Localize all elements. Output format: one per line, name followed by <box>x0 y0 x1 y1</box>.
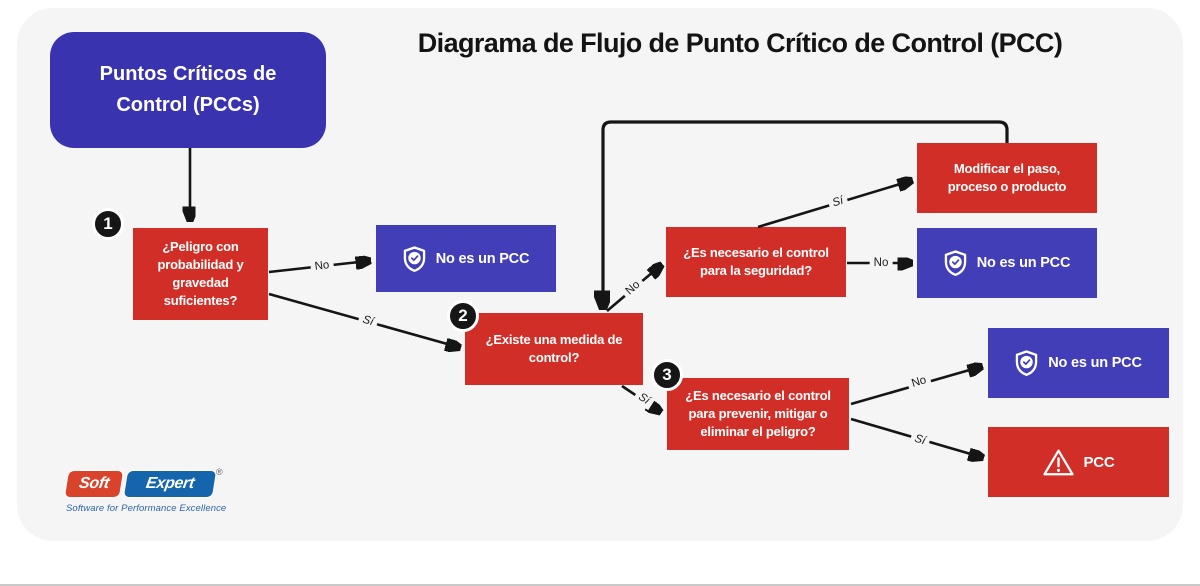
edge-label-no-3: No <box>869 256 893 270</box>
not-pcc-label-1: No es un PCC <box>435 250 530 267</box>
not-pcc-label-3: No es un PCC <box>1048 355 1142 371</box>
security-question-node: ¿Es necesario el control para la segurid… <box>666 227 846 297</box>
pcc-node: PCC <box>988 427 1169 497</box>
registered-mark: ® <box>216 467 223 477</box>
question-1-label: ¿Peligro con probabilidad y gravedad suf… <box>157 239 244 308</box>
logo-soft-badge: Soft <box>63 470 125 498</box>
security-question-label: ¿Es necesario el control para la segurid… <box>683 245 829 278</box>
logo-expert-badge: Expert <box>122 470 218 498</box>
modify-step-label: Modificar el paso, proceso o producto <box>947 161 1067 194</box>
warning-triangle-icon <box>1042 448 1075 477</box>
not-pcc-label-2: No es un PCC <box>976 255 1071 271</box>
question-2-label: ¿Existe una medida de control? <box>485 332 623 365</box>
not-pcc-node-3: No es un PCC <box>988 328 1169 398</box>
logo-tagline: Software for Performance Excellence <box>66 503 227 514</box>
step-badge-1: 1 <box>92 208 124 240</box>
edge-label-no-1: No <box>309 257 335 275</box>
shield-check-icon <box>1015 350 1038 376</box>
not-pcc-node-2: No es un PCC <box>917 228 1097 298</box>
step-badge-2: 2 <box>447 300 479 332</box>
question-3-node: ¿Es necesario el control para prevenir, … <box>667 378 849 450</box>
shield-check-icon <box>944 250 967 276</box>
bottom-divider <box>0 584 1200 586</box>
start-node-label: Puntos Críticos de Control (PCCs) <box>99 63 277 116</box>
question-3-label: ¿Es necesario el control para prevenir, … <box>685 388 831 439</box>
diagram-title: Diagrama de Flujo de Punto Crítico de Co… <box>417 28 1063 58</box>
shield-check-icon <box>403 245 426 272</box>
not-pcc-node-1: No es un PCC <box>376 225 556 292</box>
step-badge-3: 3 <box>651 359 683 391</box>
modify-step-node: Modificar el paso, proceso o producto <box>917 143 1097 213</box>
question-1-node: ¿Peligro con probabilidad y gravedad suf… <box>133 228 268 320</box>
softexpert-logo: Soft Expert ® Software for Performance E… <box>63 467 227 514</box>
start-node: Puntos Críticos de Control (PCCs) <box>50 32 326 148</box>
logo-soft-text: Soft <box>77 475 111 492</box>
question-2-node: ¿Existe una medida de control? <box>465 313 643 385</box>
logo-expert-text: Expert <box>144 475 196 492</box>
pcc-label: PCC <box>1083 453 1115 471</box>
